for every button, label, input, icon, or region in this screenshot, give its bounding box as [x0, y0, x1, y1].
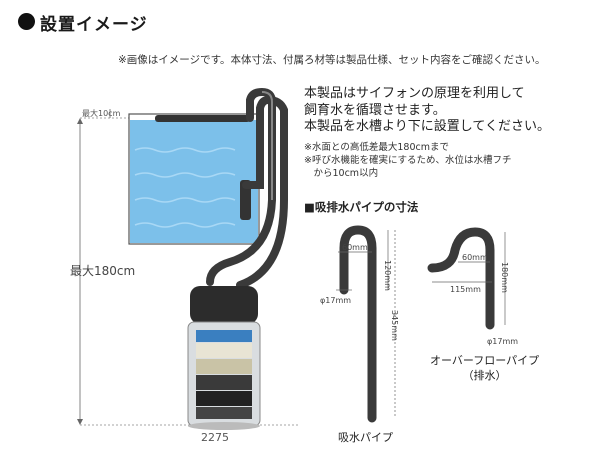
overflow-pipe-caption: オーバーフローパイプ （排水）	[430, 353, 539, 383]
overflow-span-label: 115mm	[450, 285, 481, 294]
model-number: 2275	[201, 431, 229, 444]
overflow-height-label: 180mm	[500, 262, 509, 293]
description-line: 本製品を水槽より下に設置してください。	[304, 119, 550, 134]
intake-diameter-label: φ17mm	[320, 296, 352, 305]
note-line: ※呼び水機能を確実にするため、水位は水槽フチ	[304, 155, 512, 166]
description-line: 飼育水を循環させます。	[304, 102, 446, 118]
note-line: ※水面との高低差最大180cmまで	[304, 142, 449, 153]
page-title: 設置イメージ	[40, 15, 148, 35]
pipe-dimensions-title: ■吸排水パイプの寸法	[304, 200, 419, 214]
max-10cm-label: 最大10cm	[82, 109, 121, 118]
installation-notes: ※水面との高低差最大180cmまで ※呼び水機能を確実にするため、水位は水槽フチ…	[304, 141, 512, 180]
intake-width-label: 60mm	[342, 243, 368, 252]
image-note: ※画像はイメージです。本体寸法、付属ろ材等は製品仕様、セット内容をご確認ください…	[118, 54, 546, 66]
intake-length-label: 345mm	[390, 310, 399, 341]
overflow-width-label: 60mm	[462, 253, 488, 262]
intake-pipe-caption: 吸水パイプ	[338, 431, 393, 444]
max-180cm-label: 最大180cm	[70, 264, 136, 278]
overflow-caption-line: （排水）	[462, 369, 507, 382]
description: 本製品はサイフォンの原理を利用して 飼育水を循環させます。 本製品を水槽より下に…	[304, 86, 550, 136]
overflow-diameter-label: φ17mm	[487, 337, 519, 346]
intake-height-label: 120mm	[383, 260, 392, 291]
overflow-caption-line: オーバーフローパイプ	[430, 354, 540, 367]
note-line: から10cm以内	[304, 168, 379, 179]
title-bullet-icon	[18, 13, 35, 30]
description-line: 本製品はサイフォンの原理を利用して	[304, 86, 525, 101]
